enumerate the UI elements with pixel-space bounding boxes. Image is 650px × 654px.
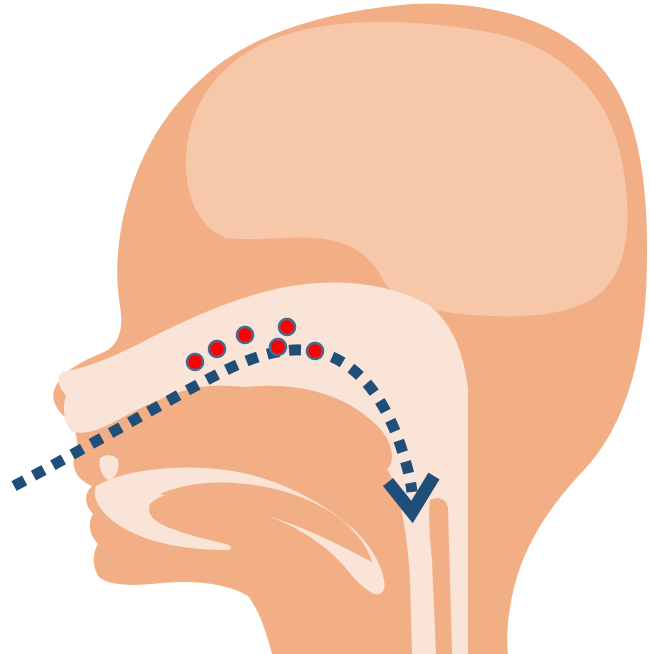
particle-p6 (307, 343, 323, 359)
particle-p4 (279, 319, 295, 335)
particle-p5 (270, 339, 286, 355)
particle-p1 (187, 354, 203, 370)
particle-p2 (209, 341, 225, 357)
particle-p3 (237, 327, 253, 343)
